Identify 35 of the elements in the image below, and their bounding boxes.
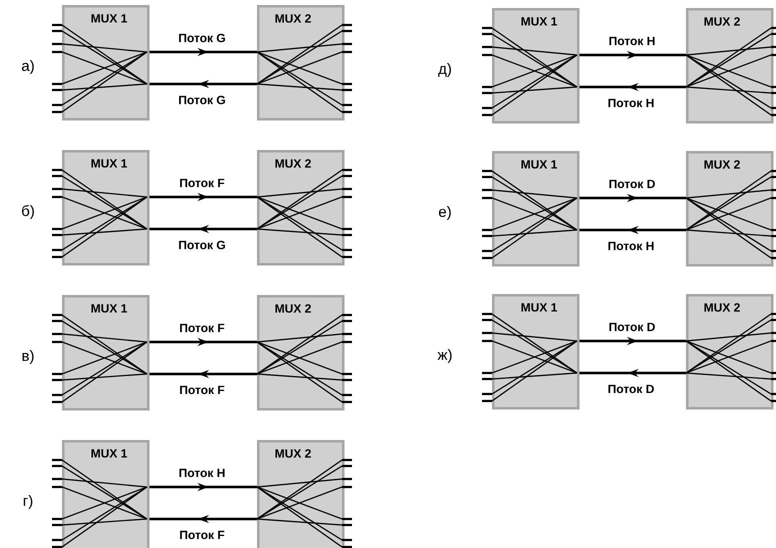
edge-label: Поток H xyxy=(179,468,225,478)
mux-box: MUX 1 xyxy=(62,440,150,548)
panel-label: д) xyxy=(438,63,451,77)
panel-label: в) xyxy=(22,350,34,364)
edge-label: Поток H xyxy=(608,242,654,250)
edge-label: Поток G xyxy=(179,34,225,42)
panel-label: е) xyxy=(438,206,451,220)
edge-label: Поток F xyxy=(180,324,224,332)
mux-box: MUX 1 xyxy=(62,150,150,266)
mux-box: MUX 2 xyxy=(257,150,344,266)
edge-label: Поток H xyxy=(609,36,655,46)
mux-box: MUX 2 xyxy=(257,5,344,120)
mux-box: MUX 2 xyxy=(686,8,774,124)
edge-label: Поток F xyxy=(180,530,224,540)
mux-box: MUX 2 xyxy=(257,295,344,410)
mux-box: MUX 1 xyxy=(492,151,580,266)
panel-label: ж) xyxy=(438,349,452,363)
panel-label: б) xyxy=(22,204,34,220)
edge-label: Поток D xyxy=(609,180,655,188)
panel-label: а) xyxy=(22,60,34,74)
edge-label: Поток F xyxy=(180,178,224,188)
edge-label: Поток F xyxy=(180,386,224,394)
edge-label: Поток G xyxy=(179,96,225,104)
edge-label: Поток D xyxy=(609,322,655,332)
edge-label: Поток D xyxy=(608,384,654,394)
mux-box: MUX 2 xyxy=(257,440,344,548)
edge-label: Поток H xyxy=(608,98,654,108)
mux-box: MUX 2 xyxy=(686,151,774,266)
panel-label: г) xyxy=(24,495,32,509)
mux-box: MUX 1 xyxy=(62,295,150,410)
mux-box: MUX 1 xyxy=(62,5,150,120)
mux-box: MUX 2 xyxy=(686,294,774,410)
mux-box: MUX 1 xyxy=(492,8,580,124)
edge-label: Поток G xyxy=(179,240,225,250)
mux-box: MUX 1 xyxy=(492,294,580,410)
